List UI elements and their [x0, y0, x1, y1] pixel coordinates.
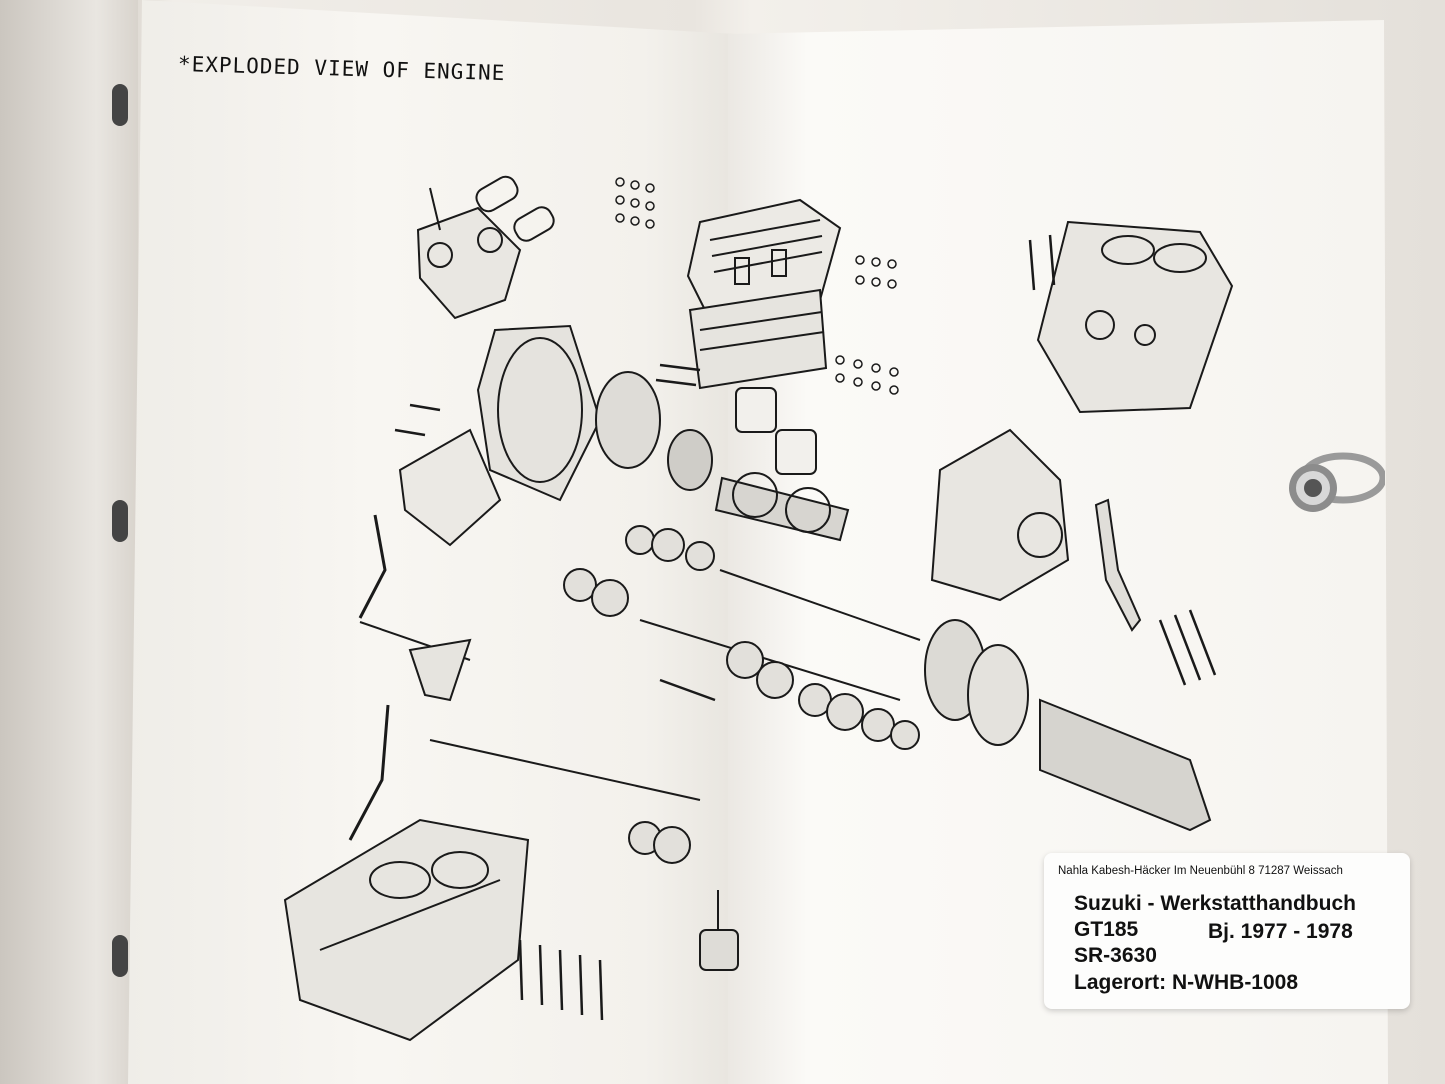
binder-hole	[112, 935, 128, 977]
left-bracket	[398, 428, 502, 547]
clutch-assembly	[924, 619, 1212, 832]
owner-address: Nahla Kabesh-Häcker Im Neuenbühl 8 71287…	[1058, 865, 1343, 877]
sticker-model: GT185	[1074, 918, 1139, 941]
bolts	[394, 234, 1217, 1021]
nut-grid	[615, 177, 899, 395]
gears	[563, 525, 920, 864]
generator-rotor	[595, 371, 713, 491]
inventory-sticker: Nahla Kabesh-Häcker Im Neuenbühl 8 71287…	[1044, 853, 1410, 1009]
gear-shift-lever	[408, 638, 472, 702]
generator-cover	[476, 324, 602, 502]
sticker-location: Lagerort: N-WHB-1008	[1074, 971, 1299, 994]
binder-hole	[112, 500, 128, 542]
kick-starter	[358, 498, 1142, 632]
oil-pump	[699, 890, 739, 971]
pistons	[735, 387, 817, 475]
cylinder-head	[686, 198, 842, 390]
sticker-code: SR-3630	[1074, 944, 1157, 967]
sticker-years: Bj. 1977 - 1978	[1208, 920, 1353, 943]
tach-cable	[348, 704, 390, 841]
magnet-hook	[1289, 452, 1385, 512]
sticker-manual-title: Suzuki - Werkstatthandbuch	[1074, 892, 1356, 915]
upper-crankcase	[1036, 220, 1234, 414]
crankshaft	[714, 472, 850, 542]
carburetor-group	[416, 175, 555, 320]
binder-hole	[112, 84, 128, 126]
lower-crankcase	[283, 818, 530, 1042]
clutch-cover	[930, 428, 1070, 602]
rear-page	[0, 0, 138, 1084]
